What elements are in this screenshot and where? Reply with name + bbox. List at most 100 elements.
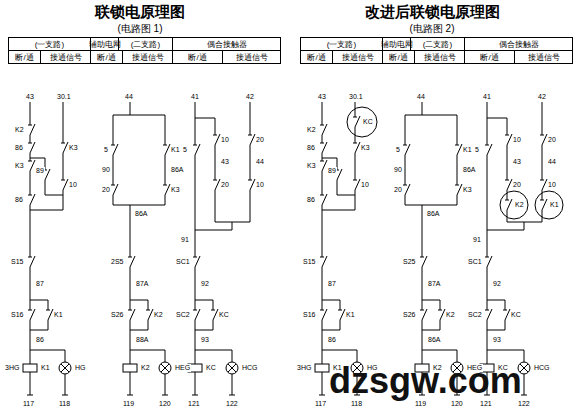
contact-gap (485, 257, 489, 267)
wire-label: S26 (110, 311, 124, 319)
wire-label: K1 (345, 311, 356, 319)
table-cell: (二支路) (118, 37, 173, 51)
contact-circle: K1 (534, 190, 564, 220)
contact-symbol (193, 144, 200, 155)
table-cell: (二支路) (410, 37, 465, 51)
relay-coil (123, 364, 137, 372)
wire-label: 44 (416, 93, 426, 101)
wire (487, 350, 524, 351)
contact-gap (46, 310, 50, 320)
contact-gap (193, 310, 197, 320)
wire-label: 10 (255, 181, 265, 189)
contact-symbol (320, 309, 327, 320)
table-cell: (一支路) (300, 37, 383, 51)
contact-gap (420, 310, 424, 320)
wire (195, 118, 215, 119)
cell-text: 接通信号 (342, 53, 374, 62)
contact-symbol (28, 124, 35, 135)
contact-symbol (503, 309, 510, 320)
lamp-symbol (59, 362, 71, 374)
cell-text: 偶合接触器 (207, 40, 247, 49)
cell-text: 接通信号 (132, 53, 164, 62)
wire-label: 89 (327, 167, 337, 175)
wire-label: 87 (327, 280, 337, 288)
contact-gap (211, 310, 215, 320)
wire-label: 92 (200, 280, 210, 288)
wire (195, 230, 232, 231)
relay-coil (415, 364, 429, 372)
wire (422, 350, 457, 351)
wire-label: 43 (512, 158, 522, 166)
lamp-symbol (351, 362, 363, 374)
circle-outline (499, 190, 529, 220)
table-cell: 接通信号 (222, 50, 281, 64)
contact-gap (353, 180, 357, 190)
contact-label: KC (363, 118, 373, 126)
wire-label: 121 (187, 400, 201, 408)
contact-symbol (46, 309, 53, 320)
diagram-title: 改进后联锁电原理图 (364, 3, 501, 21)
wire-label: 43 (25, 93, 35, 101)
wire-label: S25 (402, 258, 416, 266)
wire (457, 350, 458, 395)
circle-outline (346, 106, 378, 138)
wire-label: K3 (68, 144, 79, 152)
wire-label: 41 (190, 93, 200, 101)
wire-label: 93 (492, 336, 502, 344)
table-cell: 偶合接触器 (464, 37, 573, 51)
wire-label: 86 (306, 196, 316, 204)
wire-label: HCG (533, 364, 551, 372)
cell-text: (二支路) (131, 40, 160, 49)
wire-label: 87A (135, 280, 149, 288)
contact-gap (320, 161, 324, 171)
contact-circle: K2 (499, 190, 529, 220)
wire (130, 102, 131, 115)
wire (250, 102, 251, 222)
contact-symbol (353, 179, 360, 190)
relay-coil (315, 364, 329, 372)
wire (422, 102, 423, 115)
wire-label: 43 (220, 158, 230, 166)
contact-gap (455, 145, 459, 155)
header-table: (一支路)辅助电网(二支路)偶合接触器断/通接通信号断/通接通信号断/通接通信号 (8, 37, 280, 64)
contact-symbol (403, 144, 410, 155)
wire-label: K2 (306, 126, 317, 134)
wire-label: 86A (427, 336, 441, 344)
wire-label: 5 (103, 146, 109, 154)
wire-label: K3 (462, 186, 473, 194)
header-table: (一支路)辅助电网(二支路)偶合接触器断/通接通信号断/通接通信号断/通接通信号 (300, 37, 572, 64)
wire-label: 93 (200, 336, 210, 344)
contact-gap (128, 257, 132, 267)
contact-gap (28, 257, 32, 267)
wire-label: 5 (182, 146, 188, 154)
wire (322, 330, 340, 331)
wire-label: 44 (255, 158, 265, 166)
contact-gap (248, 180, 252, 190)
contact-symbol (540, 179, 547, 190)
wire-label: K1 (170, 146, 181, 154)
wire-label: K3 (14, 162, 25, 170)
wire (487, 118, 507, 119)
contact-symbol (485, 144, 492, 155)
contact-symbol (455, 144, 462, 155)
wire-label: HCG (241, 364, 259, 372)
cell-text: 接通信号 (528, 53, 560, 62)
wire-label: 87 (35, 280, 45, 288)
contact-gap (61, 180, 65, 190)
circle-outline (534, 190, 564, 220)
contact-symbol (163, 184, 170, 195)
table-cell: 断/通 (464, 50, 515, 64)
wire-label: K2 (445, 311, 456, 319)
contact-gap (320, 257, 324, 267)
wire (62, 395, 68, 396)
contact-symbol (420, 256, 427, 267)
contact-gap (403, 185, 407, 195)
contact-symbol (540, 134, 547, 145)
wire (422, 330, 440, 331)
contact-symbol (128, 309, 135, 320)
lamp-symbol (451, 362, 463, 374)
table-cell: 断/通 (300, 50, 333, 64)
panel-wiring (315, 102, 547, 395)
wire (322, 300, 340, 301)
wire-label: 20 (220, 181, 230, 189)
